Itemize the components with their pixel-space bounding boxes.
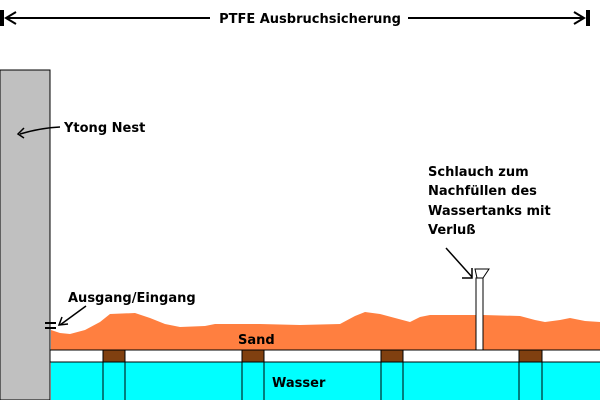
sand-layer: [51, 312, 600, 350]
water-label: Wasser: [272, 376, 326, 391]
entrance-marker: [45, 322, 56, 329]
entrance-arrow: [57, 305, 87, 326]
top-dimension-arrow: [0, 10, 590, 26]
title: PTFE Ausbruchsicherung: [219, 12, 401, 27]
wall-arrow: [16, 126, 61, 139]
water-layer: [51, 362, 600, 400]
sand-label: Sand: [238, 333, 275, 348]
hose-label: Schlauch zum Nachfüllen des Wassertanks …: [428, 165, 551, 238]
svg-text:Verluß: Verluß: [428, 223, 476, 238]
svg-text:Schlauch zum: Schlauch zum: [428, 165, 529, 180]
ytong-wall: [0, 69, 51, 400]
svg-text:Nachfüllen des: Nachfüllen des: [428, 184, 537, 199]
pillars: [102, 349, 543, 400]
entrance-label: Ausgang/Eingang: [68, 291, 196, 306]
hose: [474, 268, 490, 351]
wall-label: Ytong Nest: [63, 121, 145, 136]
svg-text:Wassertanks mit: Wassertanks mit: [428, 204, 551, 219]
hose-arrow: [445, 247, 473, 279]
